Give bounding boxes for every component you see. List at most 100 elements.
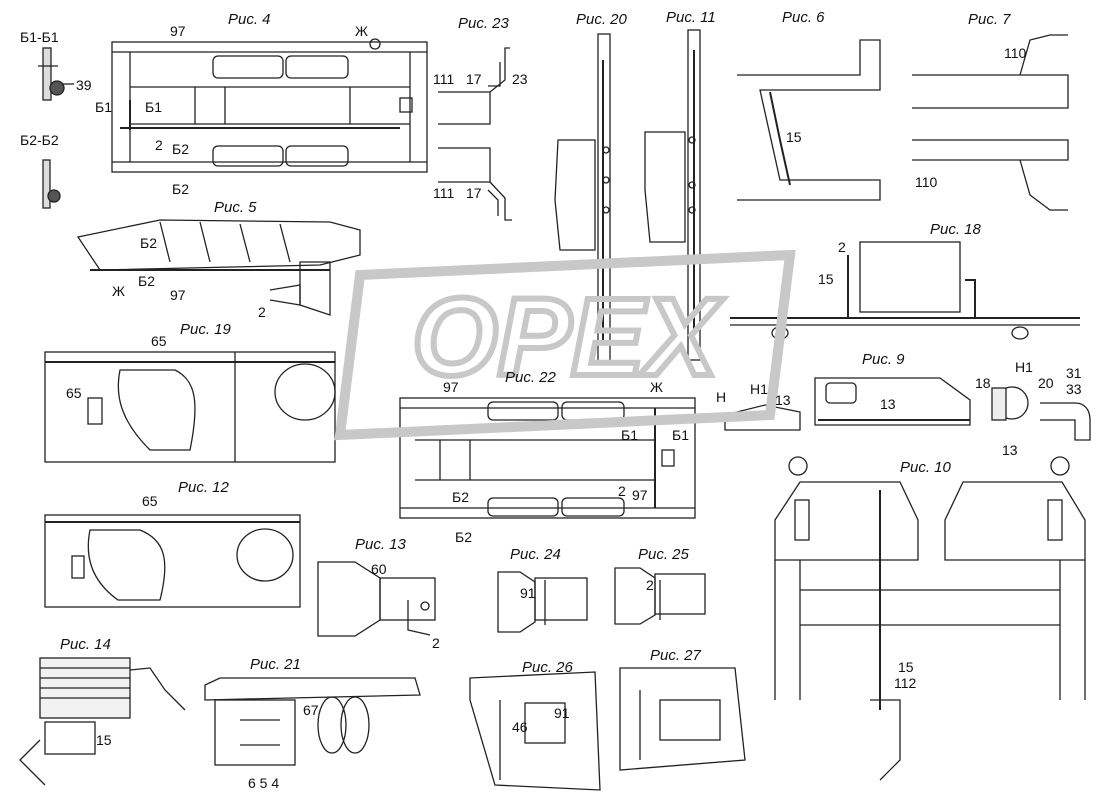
fig9-callout-13a: 13 xyxy=(775,392,791,408)
fig11-title: Рис. 11 xyxy=(666,9,716,26)
fig23-callout-111a: 111 xyxy=(433,71,455,87)
fig10-drawing xyxy=(774,456,1086,781)
fig22-callout-b2b: Б2 xyxy=(455,529,472,545)
fig12-title: Рис. 12 xyxy=(178,479,229,496)
fig9-callout-n: Н xyxy=(716,389,727,405)
fig4-callout-zh: Ж xyxy=(355,23,368,39)
fig23-callout-17b: 17 xyxy=(466,185,482,201)
fig5-callout-b2b: Б2 xyxy=(138,273,155,289)
fig5-title: Рис. 5 xyxy=(214,199,257,216)
fig5-callout-97: 97 xyxy=(170,287,186,303)
fig25-callout-2: 2 xyxy=(646,577,654,593)
fig7-drawing xyxy=(912,34,1069,211)
fig12-drawing xyxy=(44,514,301,608)
fig13-drawing xyxy=(317,561,436,637)
fig18-callout-2: 2 xyxy=(838,239,846,255)
fig20-title: Рис. 20 xyxy=(576,11,627,28)
h1-callout-33: 33 xyxy=(1066,381,1082,397)
h1-callout-h1: Н1 xyxy=(1015,359,1033,375)
fig14-callout-15: 15 xyxy=(96,732,112,748)
fig4-callout-b2b: Б2 xyxy=(172,181,189,197)
h1-callout-20: 20 xyxy=(1038,375,1054,391)
section-b2-drawing xyxy=(42,159,61,209)
fig4-callout-b2a: Б2 xyxy=(172,141,189,157)
fig22-callout-b1a: Б1 xyxy=(621,427,638,443)
fig23-drawing xyxy=(438,47,512,221)
fig4-callout-b1b: Б1 xyxy=(145,99,162,115)
fig20-drawing xyxy=(554,33,611,365)
fig10-callout-15: 15 xyxy=(898,659,914,675)
fig21-drawing xyxy=(204,677,421,766)
h1-detail-drawing xyxy=(991,386,1091,441)
fig5-callout-2: 2 xyxy=(258,304,266,320)
section-b1-drawing xyxy=(38,47,74,101)
fig4-callout-b1a: Б1 xyxy=(95,99,112,115)
fig24-drawing xyxy=(497,571,588,633)
fig25-drawing xyxy=(614,567,706,625)
fig26-drawing xyxy=(469,671,601,791)
fig19-callout-65b: 65 xyxy=(66,385,82,401)
fig18-callout-15: 15 xyxy=(818,271,834,287)
fig11-drawing xyxy=(644,29,701,361)
fig4-callout-97: 97 xyxy=(170,23,186,39)
fig13-callout-60: 60 xyxy=(371,561,387,577)
fig21-title: Рис. 21 xyxy=(250,656,301,673)
watermark-logo: OPEX xyxy=(334,249,796,441)
fig25-title: Рис. 25 xyxy=(638,546,689,563)
fig22-callout-97a: 97 xyxy=(443,379,459,395)
fig7-callout-110a: 110 xyxy=(1004,45,1027,61)
fig27-title: Рис. 27 xyxy=(650,647,701,664)
fig23-callout-17a: 17 xyxy=(466,71,482,87)
h1-callout-18: 18 xyxy=(975,375,991,391)
section-b2-title: Б2-Б2 xyxy=(20,132,59,148)
fig9-callout-13b: 13 xyxy=(880,396,896,412)
fig22-drawing xyxy=(399,397,696,519)
fig12-callout-65: 65 xyxy=(142,493,158,509)
fig27-drawing xyxy=(619,667,746,771)
fig4-title: Рис. 4 xyxy=(228,11,271,28)
h1-callout-13: 13 xyxy=(1002,442,1018,458)
section-b1-title: Б1-Б1 xyxy=(20,29,59,45)
fig18-drawing xyxy=(730,241,1080,340)
fig21-callout-654: 6 5 4 xyxy=(248,775,280,791)
fig5-drawing xyxy=(76,219,361,316)
fig26-title: Рис. 26 xyxy=(522,659,573,676)
fig22-callout-zh: Ж xyxy=(650,379,663,395)
fig19-callout-65a: 65 xyxy=(151,333,167,349)
fig6-title: Рис. 6 xyxy=(782,9,825,26)
fig7-title: Рис. 7 xyxy=(968,11,1011,28)
fig13-title: Рис. 13 xyxy=(355,536,406,553)
fig4-drawing xyxy=(111,38,428,173)
fig14-title: Рис. 14 xyxy=(60,636,111,653)
fig18-title: Рис. 18 xyxy=(930,221,981,238)
section-b1-label: 39 xyxy=(76,77,92,93)
fig9-title: Рис. 9 xyxy=(862,351,905,368)
fig6-drawing xyxy=(737,39,881,201)
fig23-callout-111b: 111 xyxy=(433,185,455,201)
fig26-callout-46: 46 xyxy=(512,719,528,735)
fig9-drawing xyxy=(724,377,971,431)
fig22-callout-2: 2 xyxy=(618,483,626,499)
fig5-callout-zh: Ж xyxy=(112,283,125,299)
svg-text:OPEX: OPEX xyxy=(412,276,723,399)
fig22-title: Рис. 22 xyxy=(505,369,556,386)
fig23-title: Рис. 23 xyxy=(458,15,509,32)
fig4-callout-2: 2 xyxy=(155,137,163,153)
fig13-callout-2: 2 xyxy=(432,635,440,651)
fig6-callout-15: 15 xyxy=(786,129,802,145)
fig10-callout-112: 112 xyxy=(894,675,917,691)
fig19-drawing xyxy=(44,351,336,463)
fig10-title: Рис. 10 xyxy=(900,459,951,476)
fig22-callout-b2a: Б2 xyxy=(452,489,469,505)
fig14-drawing xyxy=(19,657,186,786)
fig9-callout-n1: Н1 xyxy=(750,381,768,397)
fig24-callout-91: 91 xyxy=(520,585,536,601)
fig21-callout-67: 67 xyxy=(303,702,319,718)
fig22-callout-97b: 97 xyxy=(632,487,648,503)
fig23-callout-23: 23 xyxy=(512,71,528,87)
fig26-callout-91: 91 xyxy=(554,705,570,721)
fig7-callout-110b: 110 xyxy=(915,174,938,190)
fig5-callout-b2a: Б2 xyxy=(140,235,157,251)
